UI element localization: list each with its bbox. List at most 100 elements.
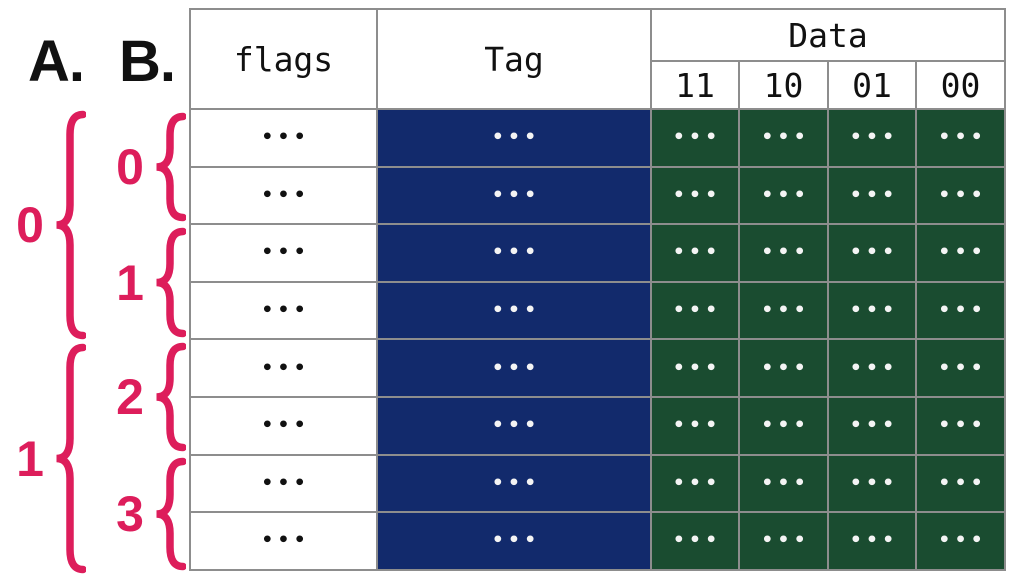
brace-icon	[156, 342, 186, 452]
placeholder-dots: •••	[261, 529, 310, 552]
flags-cell: •••	[189, 395, 378, 456]
data-cell: •••	[827, 165, 917, 226]
tag-cell: •••	[376, 108, 652, 168]
data-column-header: Data	[649, 8, 1007, 62]
placeholder-dots: •••	[938, 414, 987, 437]
cache-row-2: ••• ••• ••• ••• ••• •••	[189, 223, 1007, 283]
placeholder-dots: •••	[261, 356, 310, 379]
cache-row-0: ••• ••• ••• ••• ••• •••	[189, 108, 1007, 168]
placeholder-dots: •••	[761, 183, 810, 206]
placeholder-dots: •••	[849, 529, 899, 552]
placeholder-dots: •••	[672, 241, 722, 264]
cache-row-5: ••• ••• ••• ••• ••• •••	[189, 395, 1007, 456]
data-cell: •••	[827, 511, 917, 571]
placeholder-dots: •••	[672, 529, 722, 552]
placeholder-dots: •••	[261, 471, 310, 494]
group-b-1-label: 1	[116, 254, 144, 311]
placeholder-dots: •••	[849, 471, 899, 494]
placeholder-dots: •••	[672, 183, 722, 206]
data-cell: •••	[650, 223, 740, 283]
placeholder-dots: •••	[491, 183, 541, 206]
data-cell: •••	[827, 280, 917, 341]
tag-cell: •••	[376, 165, 652, 226]
flags-cell: •••	[189, 453, 378, 514]
data-cell: •••	[738, 453, 829, 514]
tag-cell: •••	[376, 453, 652, 514]
placeholder-dots: •••	[761, 241, 810, 264]
data-cell: •••	[738, 165, 829, 226]
data-cell: •••	[827, 338, 917, 398]
placeholder-dots: •••	[849, 241, 899, 264]
placeholder-dots: •••	[672, 356, 722, 379]
group-a-1-label: 1	[16, 430, 44, 487]
placeholder-dots: •••	[261, 414, 310, 437]
tag-cell: •••	[376, 280, 652, 341]
flags-cell: •••	[189, 511, 378, 571]
group-b-0-label: 0	[116, 139, 144, 195]
data-subheader-01: 01	[827, 60, 917, 110]
data-cell: •••	[650, 338, 740, 398]
placeholder-dots: •••	[938, 356, 987, 379]
tag-column-header: Tag	[376, 8, 652, 110]
placeholder-dots: •••	[761, 529, 810, 552]
cache-row-4: ••• ••• ••• ••• ••• •••	[189, 338, 1007, 398]
data-cell: •••	[914, 511, 1007, 571]
data-cell: •••	[827, 453, 917, 514]
column-b-label: B.	[119, 29, 176, 94]
data-subheader-10: 10	[738, 60, 829, 110]
placeholder-dots: •••	[761, 414, 810, 437]
placeholder-dots: •••	[672, 471, 722, 494]
placeholder-dots: •••	[849, 126, 899, 149]
tag-cell: •••	[376, 223, 652, 283]
data-cell: •••	[914, 165, 1007, 226]
group-b-2-label: 2	[116, 369, 144, 425]
data-cell: •••	[650, 108, 740, 168]
brace-icon	[156, 457, 186, 571]
placeholder-dots: •••	[672, 414, 722, 437]
placeholder-dots: •••	[672, 126, 722, 149]
cache-row-1: ••• ••• ••• ••• ••• •••	[189, 165, 1007, 226]
cache-row-6: ••• ••• ••• ••• ••• •••	[189, 453, 1007, 514]
flags-cell: •••	[189, 223, 378, 283]
group-b-0: 0	[106, 112, 186, 222]
placeholder-dots: •••	[491, 471, 541, 494]
data-subheader-11: 11	[650, 60, 740, 110]
flags-column-header: flags	[189, 8, 378, 110]
data-cell: •••	[914, 338, 1007, 398]
cache-row-3: ••• ••• ••• ••• ••• •••	[189, 280, 1007, 341]
column-a-label: A.	[28, 29, 85, 94]
flags-cell: •••	[189, 338, 378, 398]
tag-cell: •••	[376, 511, 652, 571]
placeholder-dots: •••	[261, 299, 310, 322]
data-subheader-00: 00	[914, 60, 1007, 110]
placeholder-dots: •••	[491, 299, 541, 322]
data-cell: •••	[738, 511, 829, 571]
placeholder-dots: •••	[761, 356, 810, 379]
data-cell: •••	[914, 280, 1007, 341]
cache-row-7: ••• ••• ••• ••• ••• •••	[189, 511, 1007, 571]
brace-icon	[156, 112, 186, 222]
placeholder-dots: •••	[761, 471, 810, 494]
flags-cell: •••	[189, 108, 378, 168]
data-cell: •••	[650, 165, 740, 226]
placeholder-dots: •••	[761, 299, 810, 322]
placeholder-dots: •••	[261, 183, 310, 206]
placeholder-dots: •••	[491, 414, 541, 437]
flags-cell: •••	[189, 165, 378, 226]
data-cell: •••	[827, 395, 917, 456]
placeholder-dots: •••	[491, 356, 541, 379]
data-cell: •••	[650, 280, 740, 341]
brace-icon	[56, 343, 86, 574]
brace-icon	[56, 110, 86, 340]
placeholder-dots: •••	[849, 414, 899, 437]
placeholder-dots: •••	[491, 241, 541, 264]
group-a-0: 0	[6, 110, 86, 340]
placeholder-dots: •••	[849, 183, 899, 206]
data-cell: •••	[738, 395, 829, 456]
placeholder-dots: •••	[491, 529, 541, 552]
group-b-3-label: 3	[116, 486, 144, 542]
placeholder-dots: •••	[761, 126, 810, 149]
data-cell: •••	[914, 453, 1007, 514]
placeholder-dots: •••	[491, 126, 541, 149]
